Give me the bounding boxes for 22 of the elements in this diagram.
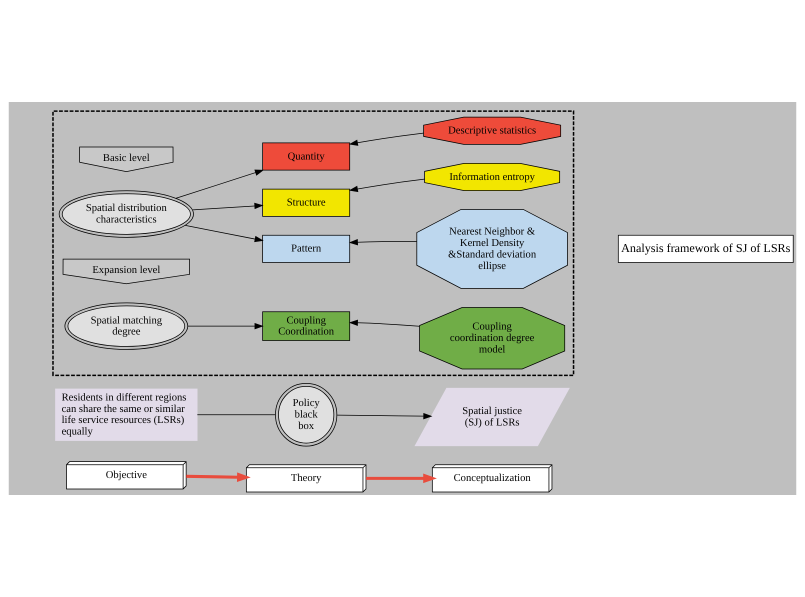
- node-box: Coupling Coordination: [262, 311, 350, 341]
- node-box: Pattern: [262, 234, 350, 263]
- arrow: [348, 178, 425, 192]
- label: Analysis framework of SJ of LSRs: [621, 240, 790, 255]
- arrow: [336, 412, 432, 420]
- arrow: [348, 132, 424, 146]
- arrow: [348, 320, 420, 327]
- node-box: Structure: [262, 188, 350, 217]
- arrow: [186, 472, 251, 482]
- connector: [196, 414, 276, 416]
- arrow: [366, 474, 437, 484]
- arrow: [184, 225, 264, 242]
- cluster: [52, 110, 574, 376]
- node-circle: Policy black box: [275, 382, 338, 446]
- arrow: [348, 239, 417, 246]
- arrow: [192, 202, 264, 210]
- node-box: Residents in different regions can share the same or similar life service resources (LSRs) equally: [55, 388, 198, 441]
- arrow: [188, 322, 264, 330]
- node-ellipse: Spatial matching degree: [64, 302, 188, 350]
- node-box: Quantity: [262, 142, 350, 171]
- arrow: [176, 170, 264, 199]
- node-ellipse: Spatial distribution characteristics: [58, 190, 194, 238]
